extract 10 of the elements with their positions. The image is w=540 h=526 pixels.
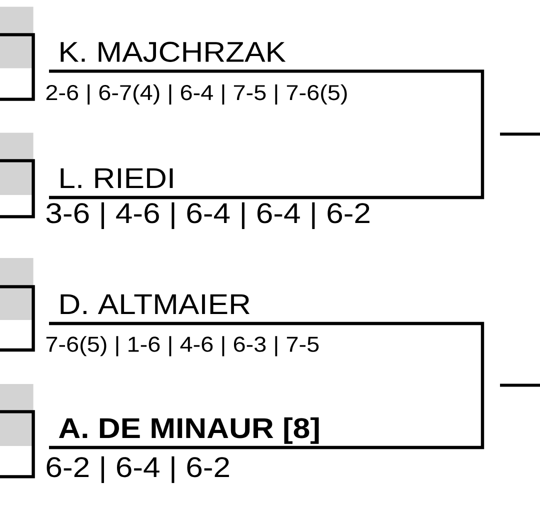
bracket-line (49, 322, 484, 450)
score-text: 7-6(5) | 1-6 | 4-6 | 6-3 | 7-5 (46, 336, 319, 356)
player-name: K. MAJCHRZAK (60, 42, 286, 62)
score-text: 3-6 | 4-6 | 6-4 | 6-4 | 6-2 (46, 202, 370, 230)
score-text: 2-6 | 6-7(4) | 6-4 | 7-5 | 7-6(5) (46, 84, 347, 105)
bracket-line (49, 70, 484, 200)
player-name: L. RIEDI (60, 168, 173, 188)
player-name: A. DE MINAUR [8] (58, 417, 319, 444)
score-text: 6-2 | 6-4 | 6-2 (46, 456, 229, 484)
player-name: D. ALTMAIER (60, 294, 250, 314)
